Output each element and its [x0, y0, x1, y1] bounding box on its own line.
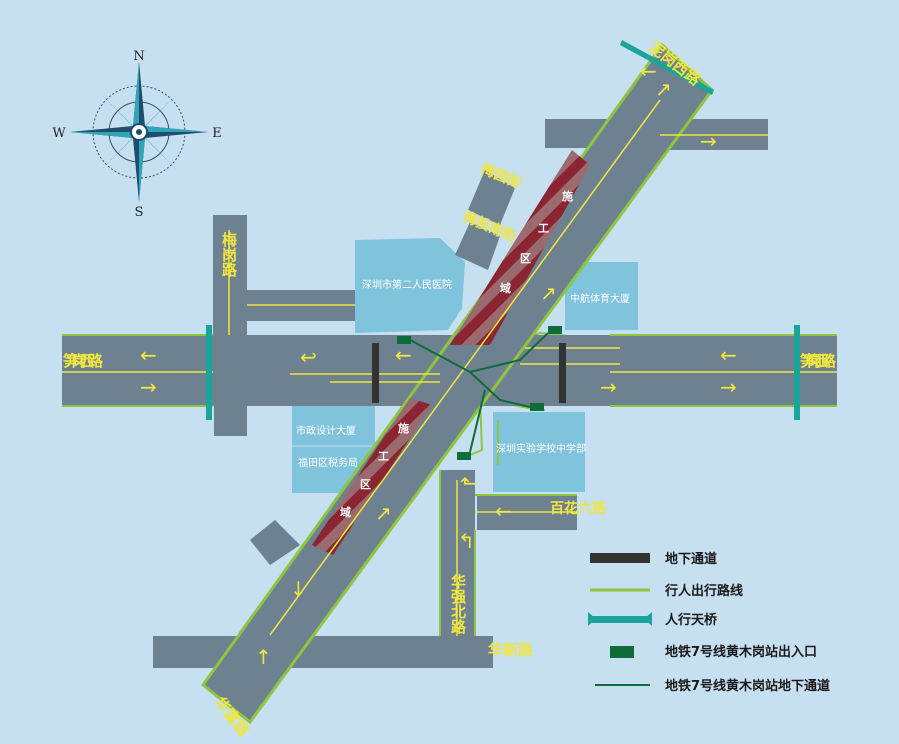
building-label-futian: 福田区税务局: [298, 456, 358, 469]
svg-text:↗: ↗: [375, 501, 392, 525]
underground-passage: [372, 343, 566, 403]
svg-text:←: ←: [395, 343, 412, 367]
svg-text:←: ←: [720, 343, 737, 367]
building-label-design: 市政设计大厦: [296, 424, 356, 437]
buildings: [292, 238, 638, 493]
road-label-sungang-east: 笋岗西路: [800, 352, 837, 370]
works-label-upper-3: 域: [500, 281, 511, 295]
compass-south-label: S: [135, 205, 144, 220]
legend-label-subway-passage: 地铁7号线黄木岗站地下通道: [665, 678, 830, 694]
legend-label-skybridge: 人行天桥: [665, 612, 718, 628]
works-label-lower-2: 区: [360, 478, 371, 491]
works-zone-upper: [450, 150, 590, 345]
svg-text:↗: ↗: [655, 77, 672, 101]
building-label-hospital: 深圳市第二人民医院: [362, 278, 452, 291]
direction-arrows: ← → ← → ← → ← → ← ⬑ ↰ ↩ ↓ ↑ ↗ ↗ ↗: [140, 59, 737, 669]
legend: 地下通道 行人出行路线 人行天桥 地铁7号线黄木岗站出入口 地铁7号线黄木岗站地…: [588, 551, 830, 694]
compass-west-label: W: [52, 126, 66, 141]
works-label-upper-1: 工: [538, 222, 549, 235]
svg-text:←: ←: [495, 499, 512, 523]
building-label-sports: 中航体育大厦: [570, 292, 630, 305]
compass-rose-icon: [70, 62, 208, 202]
legend-swatch-underground: [590, 553, 650, 563]
building-label-school: 深圳实验学校中学部: [496, 442, 586, 455]
skybridge: [206, 40, 800, 420]
road-label-sungang-west: 笋岗西路: [63, 352, 104, 370]
works-labels: 施 工 区 域 施 工 区 域: [340, 189, 573, 519]
works-label-upper-2: 区: [520, 252, 531, 265]
legend-swatch-subway-entrance: [610, 646, 634, 658]
subway-entrance: [397, 326, 562, 460]
works-label-lower-3: 域: [340, 505, 351, 519]
works-label-upper-0: 施: [562, 189, 573, 203]
svg-text:→: →: [700, 129, 717, 153]
works-label-lower-1: 工: [378, 450, 389, 463]
svg-text:⬑: ⬑: [460, 471, 477, 495]
works-zone-lower: [312, 398, 432, 555]
compass-north-label: N: [133, 49, 144, 64]
svg-text:→: →: [600, 375, 617, 399]
legend-label-underground: 地下通道: [665, 551, 717, 567]
svg-text:↗: ↗: [540, 281, 557, 305]
svg-text:←: ←: [640, 59, 657, 83]
road-label-huaxin: 华新路: [488, 641, 534, 659]
svg-text:↓: ↓: [290, 577, 307, 601]
svg-text:←: ←: [140, 343, 157, 367]
legend-swatch-skybridge: [592, 616, 648, 623]
road-label-baihua: 百花六路: [550, 500, 607, 517]
svg-text:↰: ↰: [458, 529, 475, 553]
school-building: [493, 412, 585, 492]
svg-text:→: →: [140, 375, 157, 399]
compass-east-label: E: [212, 126, 222, 141]
legend-label-subway-entrance: 地铁7号线黄木岗站出入口: [665, 644, 817, 660]
legend-label-pedestrian: 行人出行路线: [664, 583, 743, 599]
svg-text:→: →: [720, 375, 737, 399]
hospital-building: [355, 238, 465, 333]
subway-passage: [409, 332, 549, 453]
road-label-huaqiang: 华强北路: [449, 573, 467, 634]
svg-text:↑: ↑: [255, 645, 272, 669]
building-labels: 深圳市第二人民医院 中航体育大厦 市政设计大厦 福田区税务局 深圳实验学校中学部: [296, 278, 630, 469]
svg-text:↩: ↩: [300, 345, 317, 369]
works-label-lower-0: 施: [398, 421, 409, 435]
road-label-meigang: 梅岗路: [220, 231, 238, 277]
